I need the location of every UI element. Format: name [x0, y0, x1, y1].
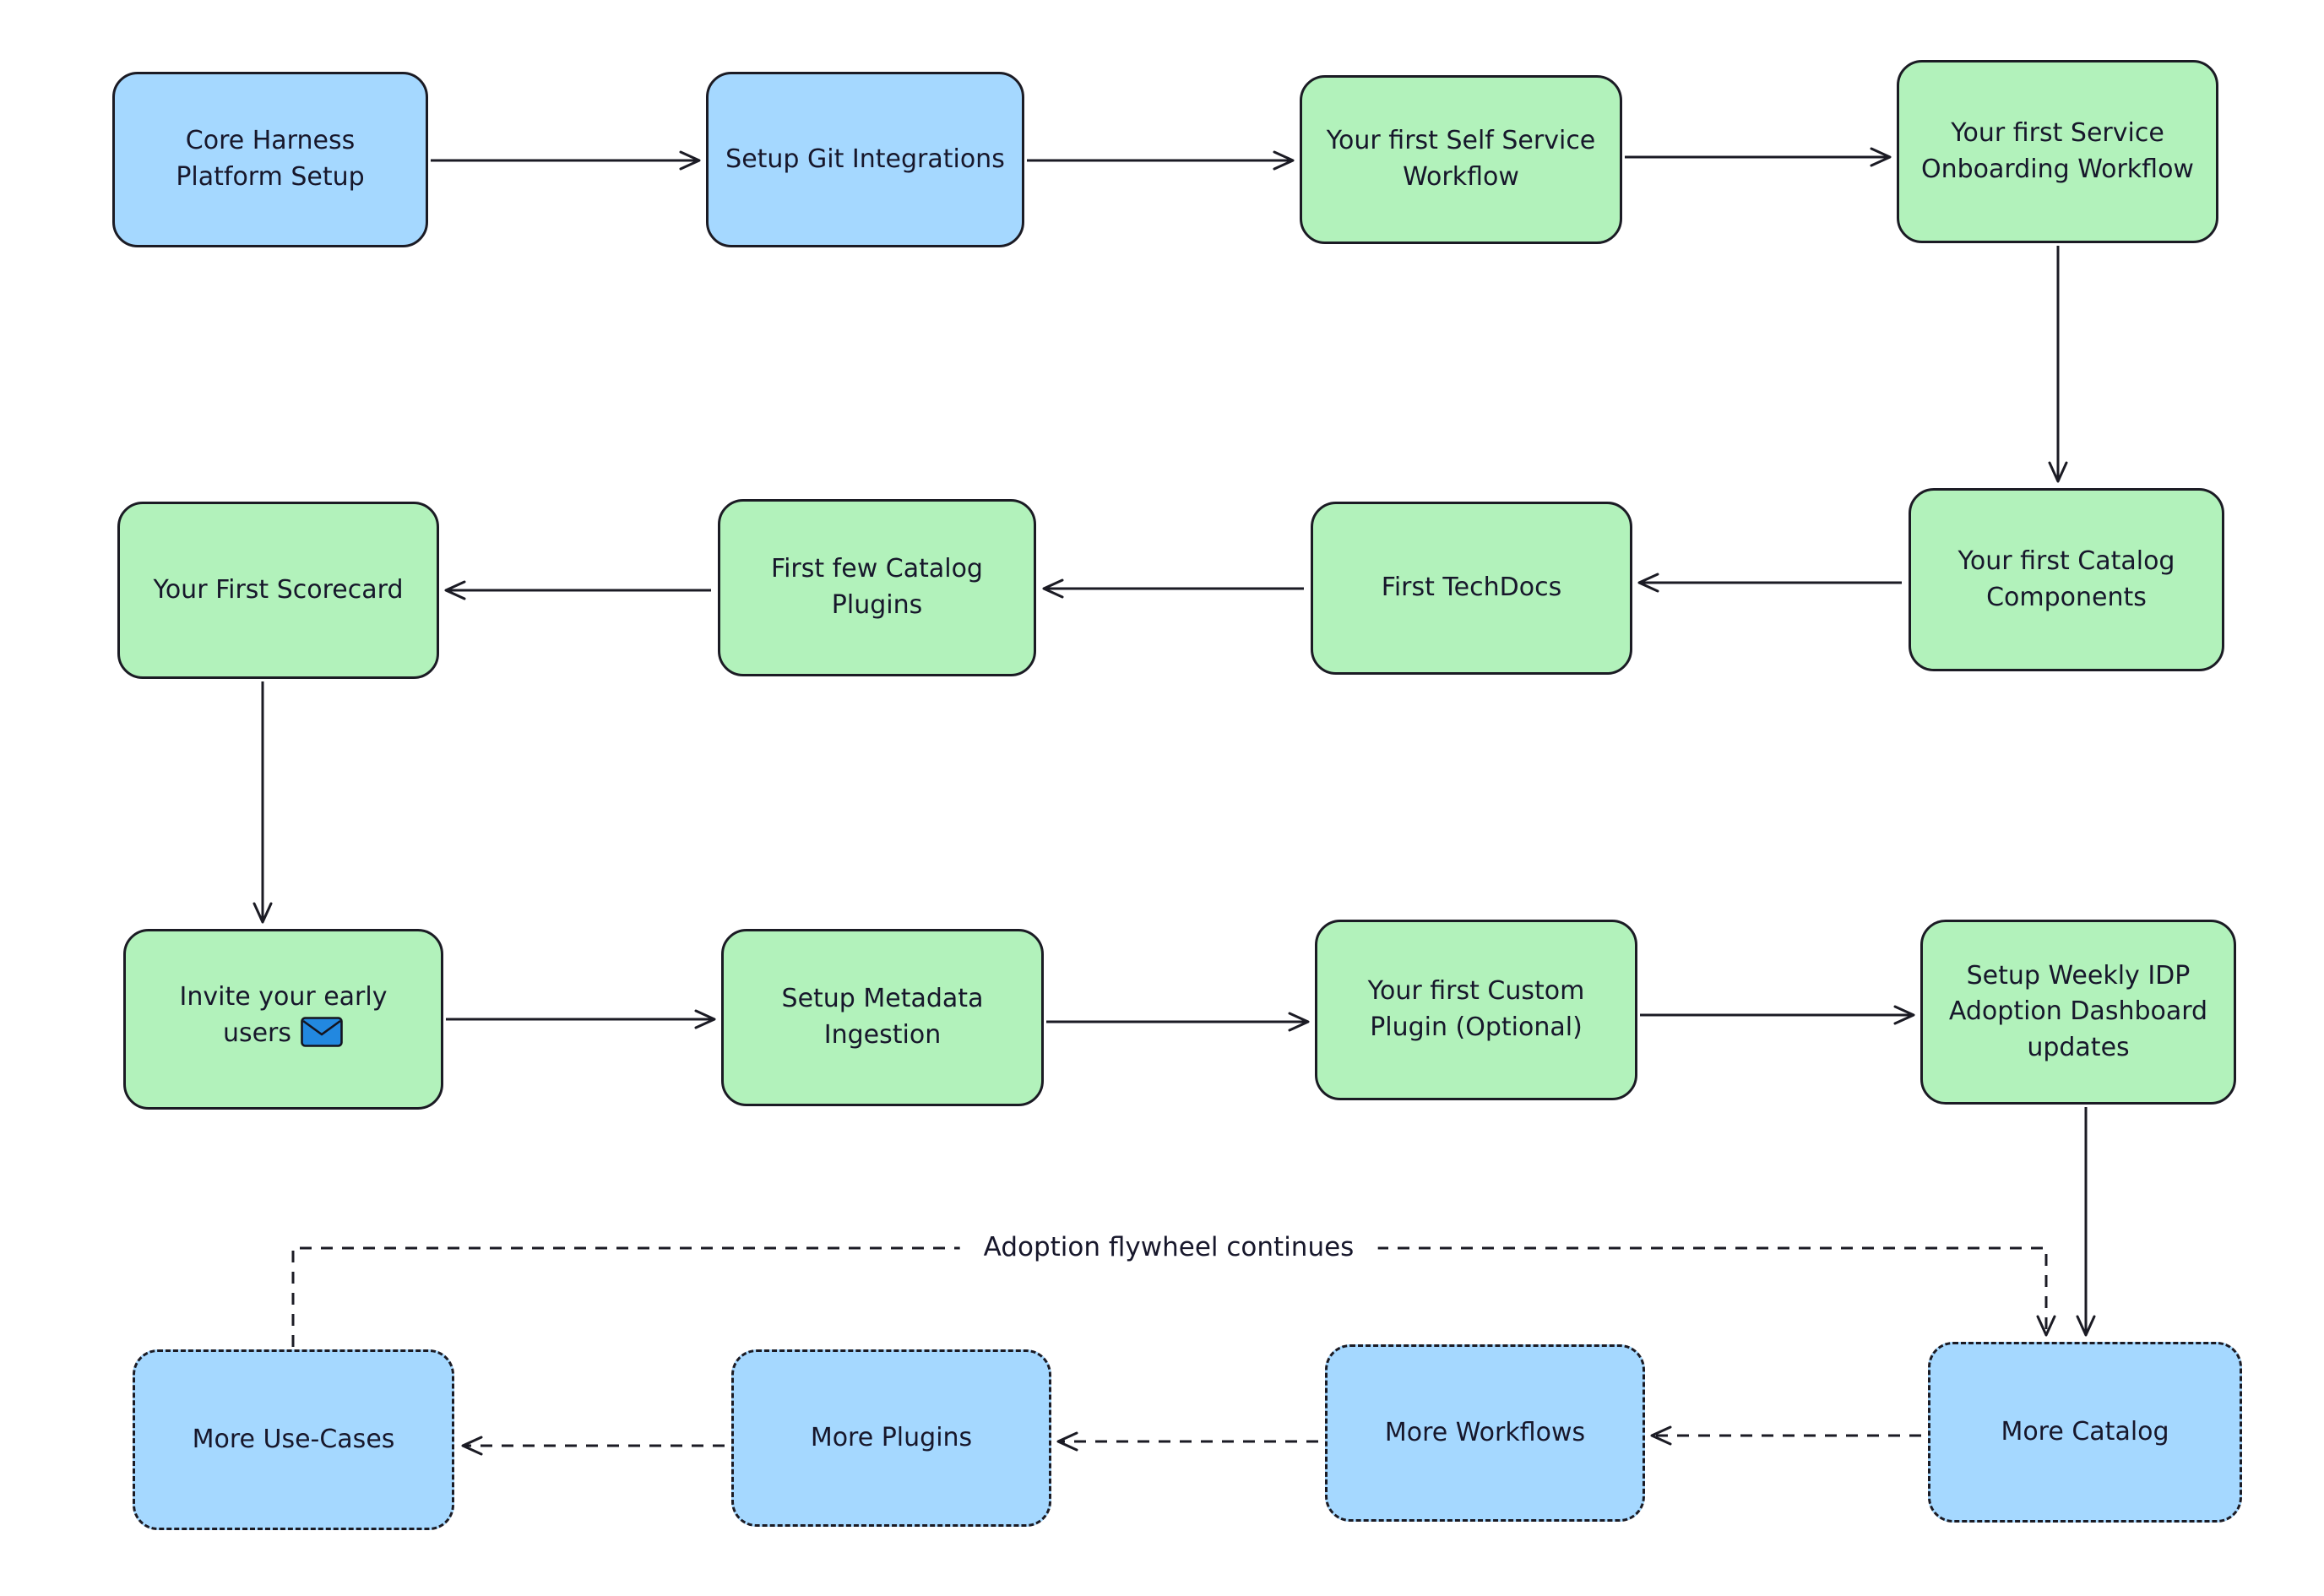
node-core-harness-platform-setup: Core Harness Platform Setup	[112, 72, 428, 247]
node-first-self-service-workflow: Your first Self Service Workflow	[1300, 75, 1622, 244]
node-more-workflows: More Workflows	[1325, 1344, 1645, 1522]
node-label: Your First Scorecard	[153, 574, 404, 605]
node-more-catalog: More Catalog	[1928, 1342, 2242, 1523]
node-label: More Plugins	[810, 1422, 973, 1452]
node-label: First TechDocs	[1381, 573, 1562, 603]
node-more-use-cases: More Use-Cases	[133, 1349, 454, 1530]
node-more-plugins: More Plugins	[731, 1349, 1051, 1527]
node-first-service-onboarding-workflow: Your first Service Onboarding Workflow	[1897, 60, 2218, 243]
node-label: Invite your early users	[179, 982, 388, 1048]
node-weekly-idp-adoption-dashboard: Setup Weekly IDP Adoption Dashboard upda…	[1920, 920, 2236, 1105]
node-first-catalog-components: Your first Catalog Components	[1909, 488, 2224, 671]
node-first-custom-plugin: Your first Custom Plugin (Optional)	[1315, 920, 1637, 1100]
node-label: More Workflows	[1384, 1417, 1586, 1447]
node-first-techdocs: First TechDocs	[1311, 502, 1632, 675]
envelope-icon	[300, 1016, 344, 1059]
node-label: Your first Service Onboarding Workflow	[1921, 117, 2194, 184]
node-invite-early-users: Invite your early users	[123, 929, 443, 1110]
node-label: Setup Metadata Ingestion	[781, 984, 984, 1050]
node-label: Setup Weekly IDP Adoption Dashboard upda…	[1948, 960, 2208, 1062]
node-label: Your first Custom Plugin (Optional)	[1367, 976, 1585, 1042]
node-label: More Use-Cases	[192, 1424, 395, 1454]
flywheel-annotation: Adoption flywheel continues	[959, 1228, 1378, 1267]
node-label-wrap: Invite your early users	[161, 980, 405, 1058]
node-setup-metadata-ingestion: Setup Metadata Ingestion	[721, 929, 1044, 1106]
node-label: First few Catalog Plugins	[771, 554, 983, 620]
node-label: More Catalog	[2001, 1416, 2169, 1447]
node-first-few-catalog-plugins: First few Catalog Plugins	[718, 499, 1036, 676]
node-first-scorecard: Your First Scorecard	[117, 502, 439, 679]
node-label: Your first Catalog Components	[1957, 546, 2175, 612]
node-label: Setup Git Integrations	[725, 144, 1005, 174]
node-label: Your first Self Service Workflow	[1326, 126, 1596, 192]
node-setup-git-integrations: Setup Git Integrations	[706, 72, 1024, 247]
node-label: Core Harness Platform Setup	[176, 126, 365, 192]
